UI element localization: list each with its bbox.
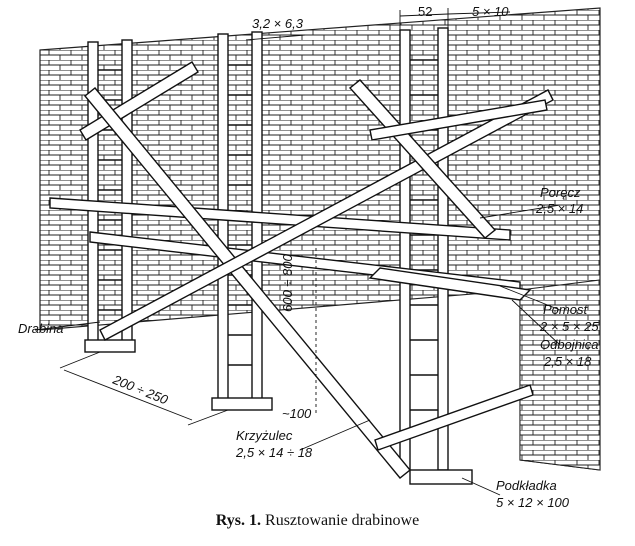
label-handrail-size: 2,5 × 14 (535, 201, 583, 216)
label-pad-size: 5 × 12 × 100 (496, 495, 570, 510)
label-wall-gap: ~100 (282, 406, 312, 421)
label-pad-name: Podkładka (496, 478, 557, 493)
label-platform-name: Pomost (543, 302, 588, 317)
label-top-section: 3,2 × 6,3 (252, 16, 304, 31)
caption-text: Rusztowanie drabinowe (265, 512, 420, 529)
label-height: 600 ÷ 800 (280, 253, 295, 312)
figure-caption: Rys. 1. Rusztowanie drabinowe (0, 512, 635, 530)
label-ladder-name: Drabina (18, 321, 64, 336)
ladder-left (84, 39, 136, 353)
label-spacing: 200 ÷ 250 (110, 371, 171, 407)
label-brace-size: 2,5 × 14 ÷ 18 (235, 445, 313, 460)
cross-braces (79, 61, 554, 479)
dimension-lines (34, 8, 561, 496)
label-toeboard-name: Odbojnica (540, 337, 599, 352)
label-top-width: 52 (418, 4, 432, 19)
label-brace-name: Krzyżulec (236, 428, 293, 443)
caption-prefix: Rys. 1. (215, 512, 262, 529)
label-platform-size: 2 × 5 × 25 (539, 319, 599, 334)
platform (49, 197, 532, 301)
label-handrail-name: Poręcz (540, 185, 581, 200)
label-top-section2: 5 × 10 (472, 4, 509, 19)
label-toeboard-size: 2,5 × 18 (543, 354, 592, 369)
